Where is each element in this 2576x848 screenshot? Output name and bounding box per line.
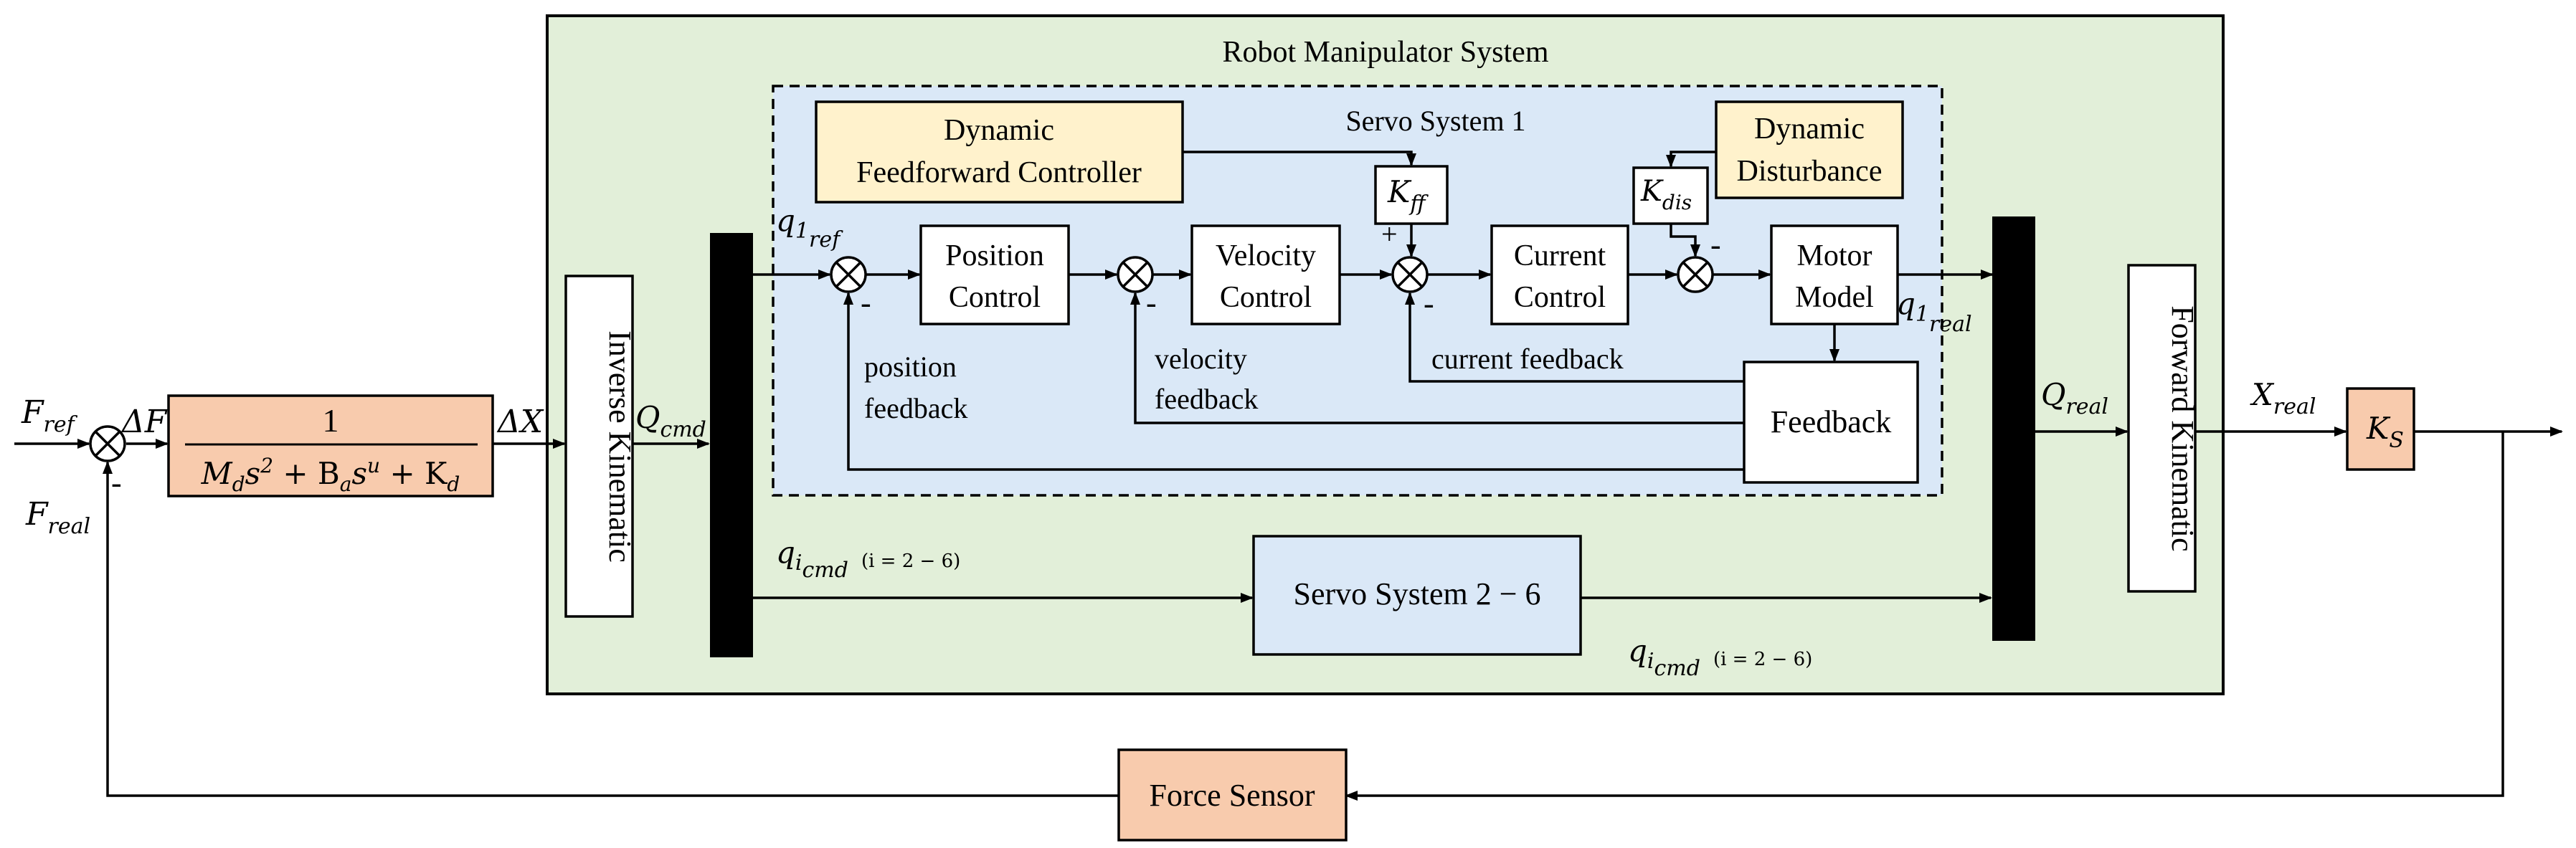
vel-fb-line1: velocity <box>1155 343 1247 375</box>
position-control-box <box>919 224 1070 325</box>
dyn-dist-line2: Disturbance <box>1737 155 1883 188</box>
forward-kinematic-box <box>2127 264 2197 593</box>
minus-position: - <box>861 285 871 320</box>
sum-junction-disturbance <box>1677 256 1714 293</box>
vel-ctrl-line1: Velocity <box>1216 239 1316 272</box>
servo-2-6-label: Servo System 2 − 6 <box>1293 576 1540 611</box>
admittance-transfer-function-box <box>167 394 494 497</box>
pos-ctrl-line2: Control <box>949 281 1041 314</box>
inverse-kinematic-box <box>564 275 634 618</box>
q1-ref-label: q1ref <box>776 203 843 252</box>
f-ref-label: Fref <box>21 394 78 437</box>
delta-x-label: ΔX <box>496 404 544 440</box>
k-dis-label: Kdis <box>1640 175 1692 214</box>
right-signal-lines <box>103 427 2563 801</box>
cur-ctrl-line1: Current <box>1514 239 1606 272</box>
current-control-box <box>1490 224 1629 325</box>
inverse-kinematic-label: Inverse Kinematic <box>602 330 638 563</box>
mux-bar-left <box>710 233 753 657</box>
servo-system-1-title: Servo System 1 <box>1345 105 1525 137</box>
dyn-ff-line1: Dynamic <box>944 114 1054 147</box>
dynamic-disturbance-box <box>1715 100 1904 199</box>
delta-f-label: ΔF <box>120 404 168 440</box>
f-real-label: Freal <box>25 496 90 539</box>
dyn-ff-line2: Feedforward Controller <box>856 156 1142 189</box>
pos-fb-line2: feedback <box>864 392 967 424</box>
feedback-box <box>1743 361 1919 484</box>
ks-label: KS <box>2366 411 2404 453</box>
cur-ctrl-line2: Control <box>1514 281 1606 314</box>
sum-junction-velocity <box>1117 256 1154 293</box>
servo1-signal-lines <box>753 151 1994 471</box>
ks-gain-box <box>2346 387 2415 471</box>
servo-system-2-6-box <box>1252 535 1582 656</box>
force-sensor-label: Force Sensor <box>1150 778 1315 813</box>
pos-fb-line1: position <box>864 351 957 383</box>
robot-manipulator-system-title: Robot Manipulator System <box>1223 36 1549 69</box>
minus-disturbance: - <box>1710 227 1721 262</box>
sum-junction-position <box>830 256 867 293</box>
k-dis-gain-box <box>1632 166 1709 225</box>
sum-junction-current <box>1391 256 1429 293</box>
motor-line1: Motor <box>1797 239 1872 272</box>
vel-fb-line2: feedback <box>1155 383 1258 415</box>
qi-cmd-left-label: qicmd(i = 2 − 6) <box>776 535 960 583</box>
tf-numerator: 1 <box>323 402 339 439</box>
motor-line2: Model <box>1795 281 1874 314</box>
feedback-label: Feedback <box>1771 404 1892 439</box>
velocity-control-box <box>1190 224 1341 325</box>
plus-current: + <box>1381 218 1398 250</box>
q-cmd-label: Qcmd <box>635 400 706 442</box>
sum-junction-force <box>89 425 126 462</box>
force-sensor-box <box>1117 748 1348 842</box>
q-real-label: Qreal <box>2041 377 2108 419</box>
x-real-label: Xreal <box>2250 377 2316 419</box>
forward-kinematic-label: Forward Kinematic <box>2165 305 2200 551</box>
dyn-dist-line1: Dynamic <box>1754 113 1865 146</box>
vel-ctrl-line2: Control <box>1220 281 1312 314</box>
dynamic-feedforward-controller-box <box>815 100 1184 204</box>
minus-force: - <box>111 465 122 500</box>
tf-denominator: Mds2 + Basu + Kd <box>201 454 460 496</box>
current-feedback-label: current feedback <box>1431 343 1624 375</box>
pos-ctrl-line1: Position <box>945 239 1044 272</box>
qi-cmd-right-label: qicmd(i = 2 − 6) <box>1628 633 1812 681</box>
q1-real-label: q1real <box>1896 286 1972 337</box>
mux-bar-right <box>1992 216 2035 641</box>
minus-velocity: - <box>1146 285 1157 320</box>
motor-model-box <box>1770 224 1899 325</box>
minus-current: - <box>1424 286 1434 321</box>
